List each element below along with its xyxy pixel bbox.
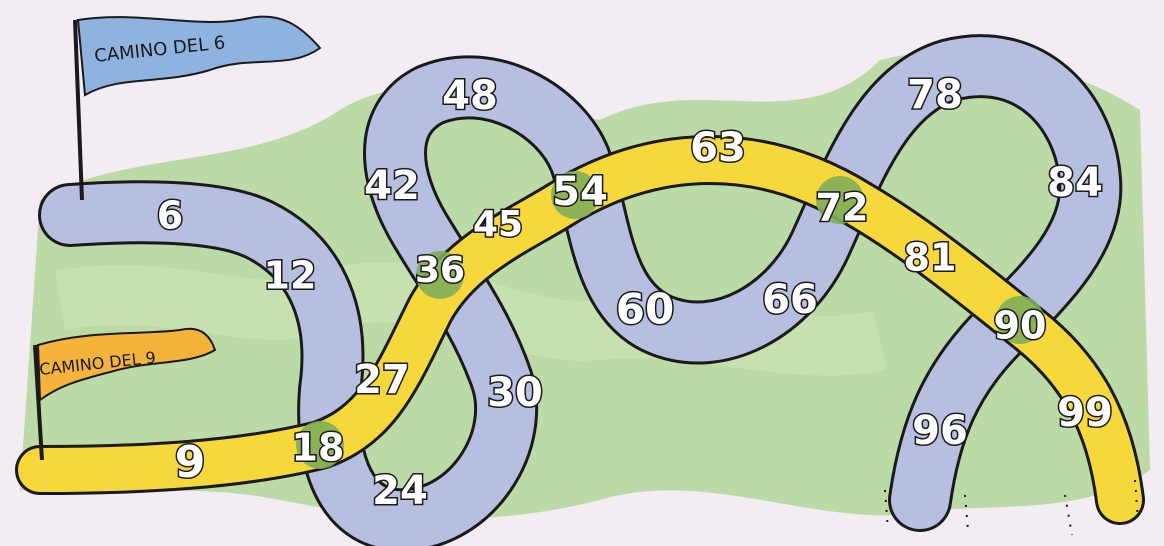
number-90: 90	[994, 304, 1047, 348]
number-78: 78	[907, 72, 963, 118]
number-60: 60	[616, 285, 674, 334]
number-84: 84	[1047, 160, 1103, 206]
number-54: 54	[552, 169, 608, 215]
number-66: 66	[762, 277, 818, 323]
number-27: 27	[354, 357, 410, 403]
number-9: 9	[175, 437, 206, 488]
number-48: 48	[442, 73, 498, 119]
number-63: 63	[690, 125, 746, 171]
number-96: 96	[912, 408, 968, 454]
number-81: 81	[904, 236, 957, 280]
number-24: 24	[372, 468, 428, 514]
number-30: 30	[487, 370, 543, 416]
number-99: 99	[1057, 390, 1113, 436]
number-36: 36	[415, 250, 465, 291]
number-12: 12	[264, 254, 317, 298]
number-45: 45	[473, 204, 523, 245]
number-72: 72	[816, 186, 869, 230]
number-42: 42	[364, 163, 420, 209]
number-18: 18	[292, 426, 345, 470]
number-6: 6	[157, 194, 183, 238]
